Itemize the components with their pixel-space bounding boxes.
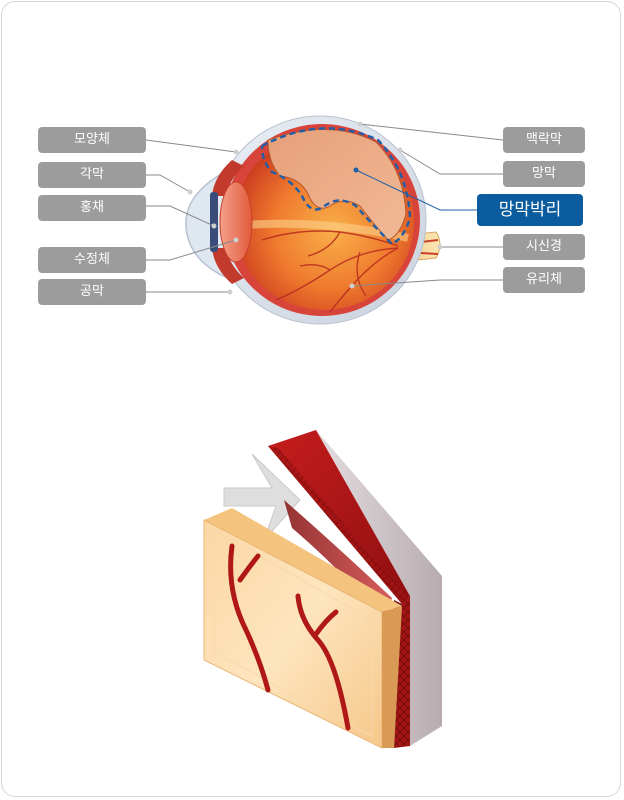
label-retina: 망막 bbox=[503, 161, 585, 187]
separation-arrow bbox=[223, 453, 301, 541]
label-vitreous: 유리체 bbox=[503, 267, 585, 293]
detached-retina-shape bbox=[267, 129, 407, 241]
detachment-dashed-line bbox=[260, 127, 412, 246]
retina-vessels bbox=[228, 543, 351, 731]
label-optic-nerve: 시신경 bbox=[503, 234, 585, 260]
label-iris: 홍채 bbox=[38, 195, 146, 221]
label-sclera: 공막 bbox=[38, 279, 146, 305]
rpe-layer-edge bbox=[394, 596, 410, 748]
retina-layer-top bbox=[204, 508, 402, 612]
right-leader-lines bbox=[349, 121, 504, 289]
label-choroid: 맥락막 bbox=[503, 127, 585, 153]
left-leader-lines bbox=[145, 139, 239, 295]
choroid-layer-side bbox=[316, 430, 442, 746]
label-cornea: 각막 bbox=[38, 162, 146, 188]
retinal-vessels bbox=[261, 230, 399, 313]
iris-shape bbox=[210, 192, 218, 252]
label-lens: 수정체 bbox=[38, 247, 146, 273]
ciliary-body-shape bbox=[212, 160, 244, 196]
label-ciliary-body: 모양체 bbox=[38, 127, 146, 153]
label-retinal-detachment: 망막박리 bbox=[477, 194, 583, 226]
